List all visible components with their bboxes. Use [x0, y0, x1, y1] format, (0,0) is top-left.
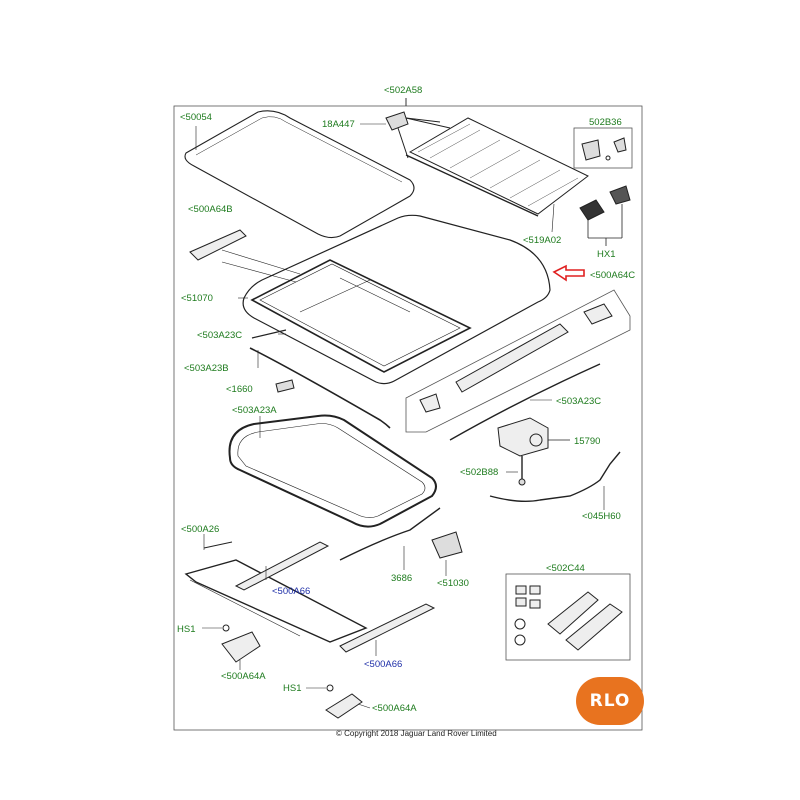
leader-lines — [195, 98, 605, 709]
label-503A23C-right: <503A23C — [556, 396, 602, 407]
label-1660: <1660 — [226, 384, 253, 395]
label-500A66-lower: <500A66 — [364, 659, 403, 670]
bracket-500A64A-upper — [221, 624, 261, 663]
label-51070: <51070 — [181, 293, 213, 304]
highlight-arrow — [552, 264, 585, 282]
label-15790: 15790 — [574, 436, 601, 447]
box-502B36 — [573, 127, 633, 169]
cable-045H60 — [489, 451, 621, 503]
label-HS1-upper: HS1 — [177, 624, 196, 635]
label-502B88: <502B88 — [460, 467, 499, 478]
label-503A23A: <503A23A — [232, 405, 277, 416]
label-3686: 3686 — [391, 573, 413, 584]
part-1660 — [275, 379, 295, 393]
label-HX1: HX1 — [597, 249, 616, 260]
label-500A64A-upper: <500A64A — [221, 671, 266, 682]
roof-frame — [221, 214, 551, 385]
seal-503A23A — [228, 414, 437, 528]
bracket-500A64A-lower — [325, 684, 363, 719]
box-500A64C — [405, 289, 631, 433]
glass-panel — [184, 110, 415, 239]
label-500A64B: <500A64B — [188, 204, 233, 215]
label-500A66-upper: <500A66 — [272, 586, 311, 597]
seal-503A23C-top — [251, 329, 287, 339]
bracket-500A64B — [189, 229, 247, 261]
seal-503A23C-right — [449, 363, 601, 441]
label-18A447: 18A447 — [322, 119, 355, 130]
brackets-HX1 — [579, 185, 631, 246]
label-502A58: <502A58 — [384, 85, 423, 96]
copyright-notice: © Copyright 2018 Jaguar Land Rover Limit… — [336, 729, 497, 738]
label-503A23B: <503A23B — [184, 363, 229, 374]
label-500A26: <500A26 — [181, 524, 220, 535]
label-51030: <51030 — [437, 578, 469, 589]
rlo-logo: RLO — [576, 677, 644, 725]
label-500A64A-lower: <500A64A — [372, 703, 417, 714]
label-502B36: 502B36 — [589, 117, 622, 128]
rail-assembly — [184, 507, 463, 653]
label-HS1-lower: HS1 — [283, 683, 302, 694]
label-045H60: <045H60 — [582, 511, 621, 522]
rlo-logo-text: RLO — [589, 691, 631, 711]
motor-15790 — [497, 417, 570, 457]
box-502C44 — [505, 573, 631, 661]
label-502C44: <502C44 — [546, 563, 585, 574]
diagram-frame — [173, 105, 643, 731]
label-50054: <50054 — [180, 112, 212, 123]
screw-502B88 — [518, 456, 526, 486]
label-519A02: <519A02 — [523, 235, 562, 246]
seal-503A23B — [249, 347, 391, 429]
label-500A64C: <500A64C — [590, 270, 636, 281]
label-503A23C-top: <503A23C — [197, 330, 243, 341]
sunblind — [405, 117, 589, 217]
clip-18A447 — [385, 111, 451, 159]
